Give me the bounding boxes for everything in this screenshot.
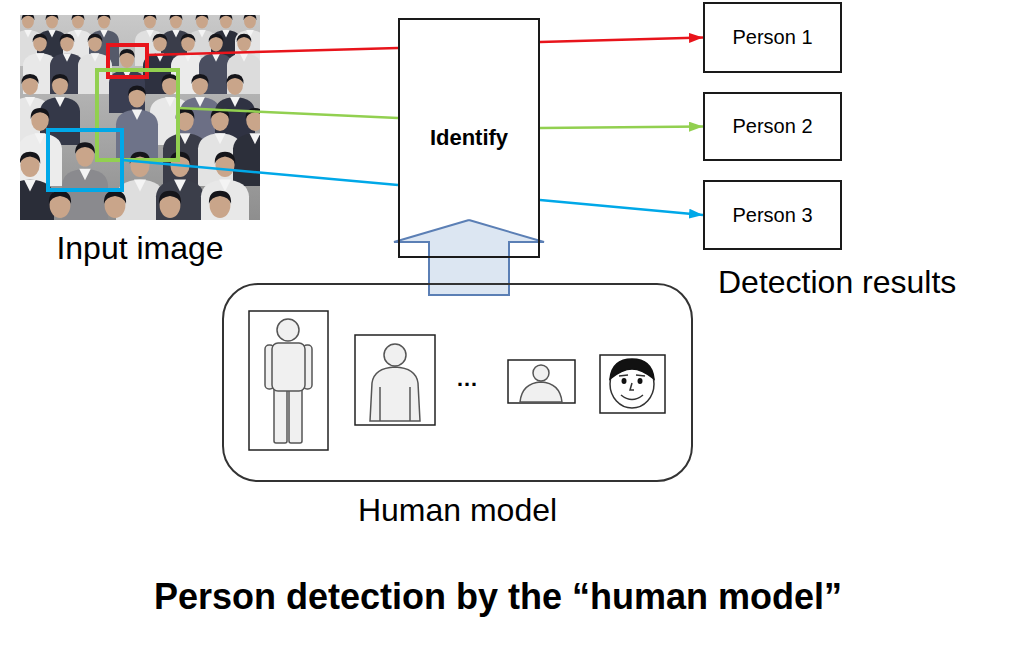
connector-line [178, 108, 398, 118]
photo-frame [20, 15, 260, 220]
node-text: Person 2 [732, 115, 812, 138]
connector-line [540, 127, 703, 129]
crowd-photo [20, 15, 260, 220]
figure-caption: Person detection by the “human model” [0, 576, 996, 617]
connector-line [122, 160, 398, 185]
node-text: Human model [222, 492, 693, 529]
human-model-group: Human model [222, 283, 693, 529]
connector-line [540, 200, 703, 215]
node-text: Person 3 [732, 204, 812, 227]
connector-line [540, 38, 703, 43]
node-text: Identify [430, 125, 508, 150]
node-text: Person 1 [732, 26, 812, 49]
result-box: Person 2 [703, 92, 842, 161]
connector-line [147, 48, 398, 55]
result-box: Person 1 [703, 2, 842, 73]
node-text: Input image [20, 230, 260, 267]
group-label: Detection results [718, 264, 956, 301]
identify-box: Identify [398, 18, 540, 258]
result-box: Person 3 [703, 180, 842, 250]
ellipsis-mark: … [456, 366, 478, 391]
input-image: Input image [20, 15, 260, 267]
